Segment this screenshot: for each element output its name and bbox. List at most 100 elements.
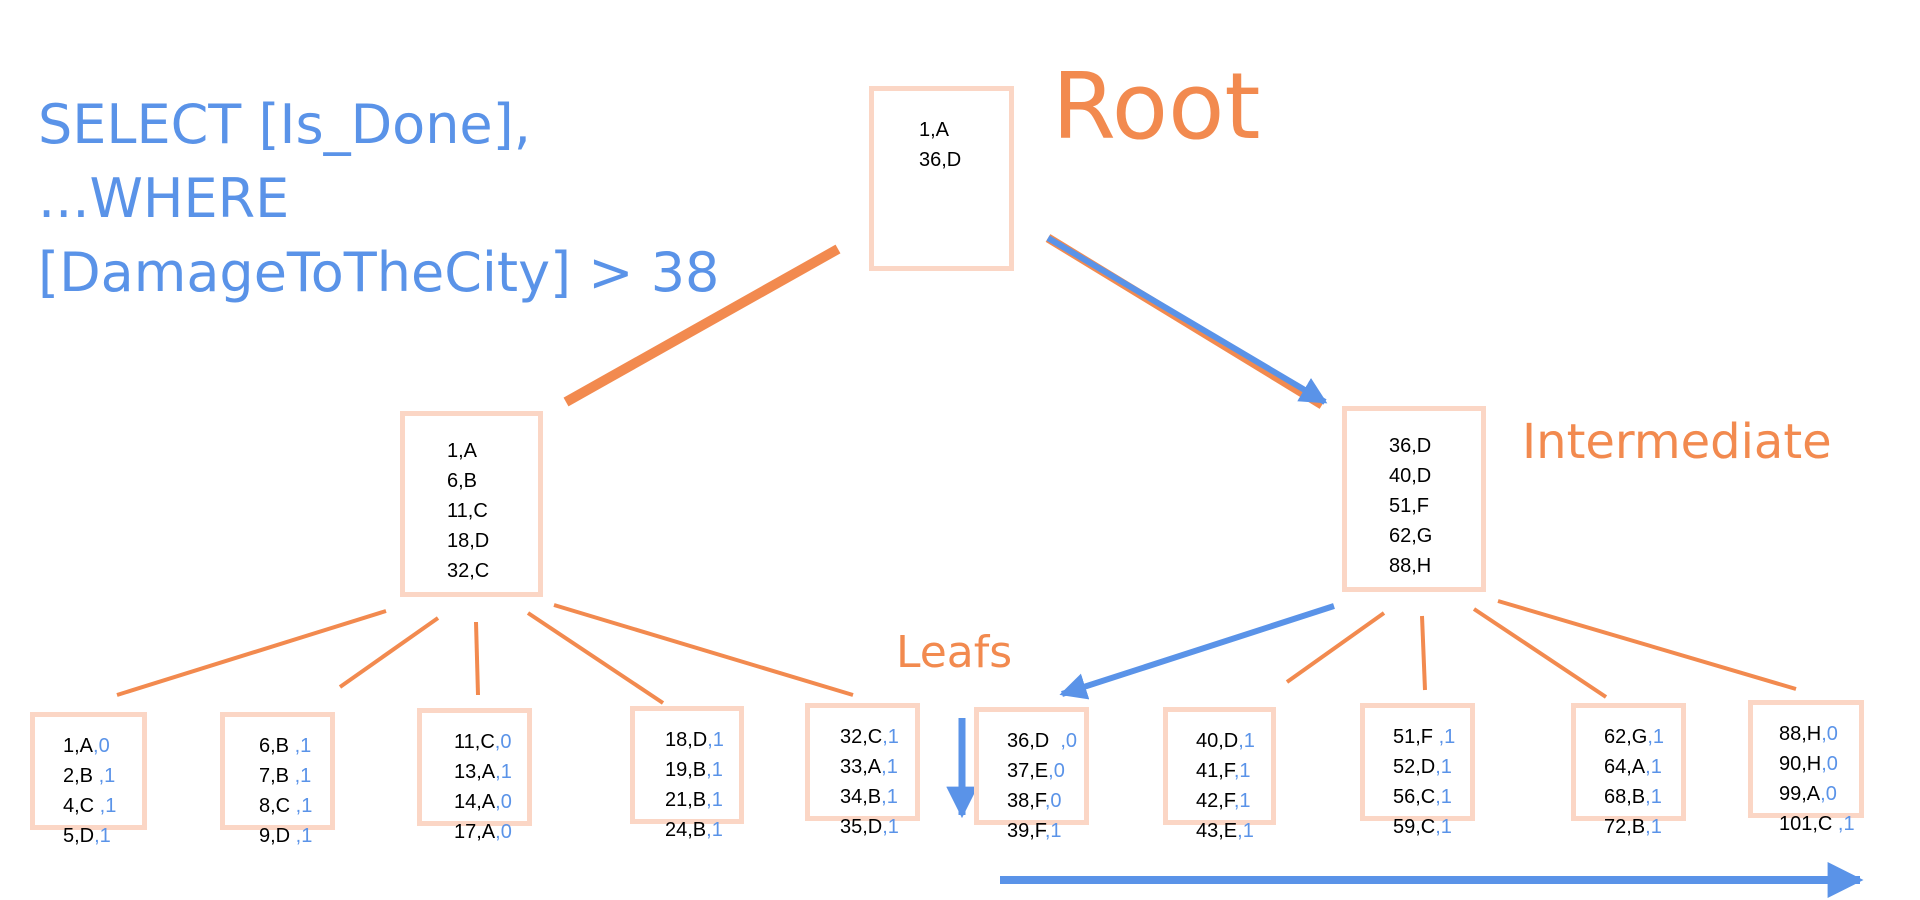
- is-done-flag: ,1: [1433, 726, 1456, 748]
- leaf-row: 41,F,1: [1196, 756, 1271, 786]
- leaf-row: 88,H,0: [1779, 719, 1859, 749]
- is-done-flag: ,1: [1044, 820, 1062, 842]
- leaf-key: 18,D: [665, 729, 708, 751]
- node-row: 51,F: [1389, 495, 1430, 517]
- leaf-key: 32,C: [840, 726, 883, 748]
- edge-right-leaf-6: [1285, 611, 1386, 684]
- leaf-key: 37,E: [1007, 760, 1049, 782]
- leaf-key: 5,D: [63, 825, 95, 847]
- node-row: 62,G: [1389, 525, 1433, 547]
- leaf-row: 8,C ,1: [259, 791, 330, 821]
- edge-left-leaf-0: [116, 609, 387, 697]
- edge-right-leaf-7: [1420, 615, 1427, 691]
- leaf-key: 41,F: [1196, 760, 1234, 782]
- search-path-arrow-2: [1059, 603, 1335, 700]
- leaf-row: 64,A,1: [1604, 752, 1681, 782]
- node-row: 18,D: [447, 530, 490, 552]
- is-done-flag: ,0: [494, 731, 512, 753]
- is-done-flag: ,1: [1435, 756, 1452, 778]
- is-done-flag: ,0: [495, 791, 512, 813]
- leaf-row: 14,A,0: [454, 787, 527, 817]
- is-done-flag: ,1: [290, 795, 313, 817]
- leaf-row: 19,B,1: [665, 755, 739, 785]
- sql-query: SELECT [Is_Done], ...WHERE [DamageToTheC…: [38, 88, 719, 310]
- is-done-flag: ,1: [706, 759, 723, 781]
- is-done-flag: ,1: [706, 819, 723, 841]
- node-row: 1,A: [919, 119, 950, 141]
- is-done-flag: ,1: [882, 816, 899, 838]
- leaf-row: 72,B,1: [1604, 812, 1681, 842]
- node-row: 40,D: [1389, 465, 1432, 487]
- is-done-flag: ,1: [1233, 760, 1251, 782]
- leaf-row: 18,D,1: [665, 725, 739, 755]
- is-done-flag: ,0: [495, 821, 512, 843]
- leaf-key: 11,C: [454, 731, 495, 753]
- is-done-flag: ,0: [1821, 723, 1838, 745]
- is-done-flag: ,1: [94, 795, 117, 817]
- edge-left-leaf-4: [553, 603, 854, 697]
- is-done-flag: ,0: [1044, 790, 1062, 812]
- leaf-row: 40,D,1: [1196, 726, 1271, 756]
- leaf-key: 17,A: [454, 821, 496, 843]
- is-done-flag: ,1: [1832, 813, 1855, 835]
- leaf-key: 99,A: [1779, 783, 1821, 805]
- leaf-row: 90,H,0: [1779, 749, 1859, 779]
- leaf-row: 7,B ,1: [259, 761, 330, 791]
- is-done-flag: ,1: [1435, 786, 1452, 808]
- leaf-key: 43,E: [1196, 820, 1238, 842]
- is-done-flag: ,1: [1435, 816, 1452, 838]
- leaf-key: 6,B: [259, 735, 290, 757]
- leaf-row: 11,C,0: [454, 727, 527, 757]
- leaf-row: 51,F ,1: [1393, 722, 1470, 752]
- leaf-row: 17,A,0: [454, 817, 527, 847]
- leaf-key: 72,B: [1604, 816, 1646, 838]
- leaf-key: 13,A: [454, 761, 496, 783]
- is-done-flag: ,1: [289, 735, 312, 757]
- is-done-flag: ,1: [881, 786, 898, 808]
- is-done-flag: ,1: [881, 756, 898, 778]
- is-done-flag: ,1: [290, 825, 313, 847]
- edge-left-leaf-2: [474, 621, 480, 696]
- leaf-key: 19,B: [665, 759, 707, 781]
- leaf-row: 43,E,1: [1196, 816, 1271, 846]
- leaf-row: 59,C,1: [1393, 812, 1470, 842]
- leaf-row: 56,C,1: [1393, 782, 1470, 812]
- leaf-key: 35,D: [840, 816, 883, 838]
- intermediate-node-left: 1,A 6,B 11,C 18,D 32,C: [400, 411, 543, 597]
- leaf-key: 8,C: [259, 795, 291, 817]
- leaf-row: 99,A,0: [1779, 779, 1859, 809]
- leaf-row: 24,B,1: [665, 815, 739, 845]
- leaf-key: 24,B: [665, 819, 707, 841]
- edge-right-leaf-9: [1497, 599, 1797, 691]
- leaf-row: 1,A,0: [63, 731, 142, 761]
- leaf-key: 2,B: [63, 765, 94, 787]
- leaf-row: 13,A,1: [454, 757, 527, 787]
- intermediate-label: Intermediate: [1522, 414, 1832, 470]
- leaf-row: 42,F,1: [1196, 786, 1271, 816]
- edge-left-leaf-3: [526, 611, 665, 705]
- intermediate-node-right: 36,D 40,D 51,F 62,G 88,H: [1342, 406, 1486, 592]
- leaf-key: 68,B: [1604, 786, 1646, 808]
- leaf-row: 37,E,0: [1007, 756, 1084, 786]
- leafs-label: Leafs: [896, 627, 1013, 678]
- node-row: 88,H: [1389, 555, 1432, 577]
- is-done-flag: ,0: [1049, 730, 1078, 752]
- is-done-flag: ,0: [93, 735, 110, 757]
- search-path-arrow-1: [1046, 235, 1328, 405]
- is-done-flag: ,1: [1645, 786, 1662, 808]
- sql-query-line: [DamageToTheCity] > 38: [38, 241, 720, 304]
- leaf-key: 39,F: [1007, 820, 1045, 842]
- leaf-key: 52,D: [1393, 756, 1436, 778]
- leaf-key: 62,G: [1604, 726, 1648, 748]
- leaf-key: 1,A: [63, 735, 94, 757]
- is-done-flag: ,1: [707, 729, 724, 751]
- is-done-flag: ,1: [1237, 820, 1254, 842]
- leaf-key: 56,C: [1393, 786, 1436, 808]
- leaf-row: 36,D ,0: [1007, 726, 1084, 756]
- leaf-key: 59,C: [1393, 816, 1436, 838]
